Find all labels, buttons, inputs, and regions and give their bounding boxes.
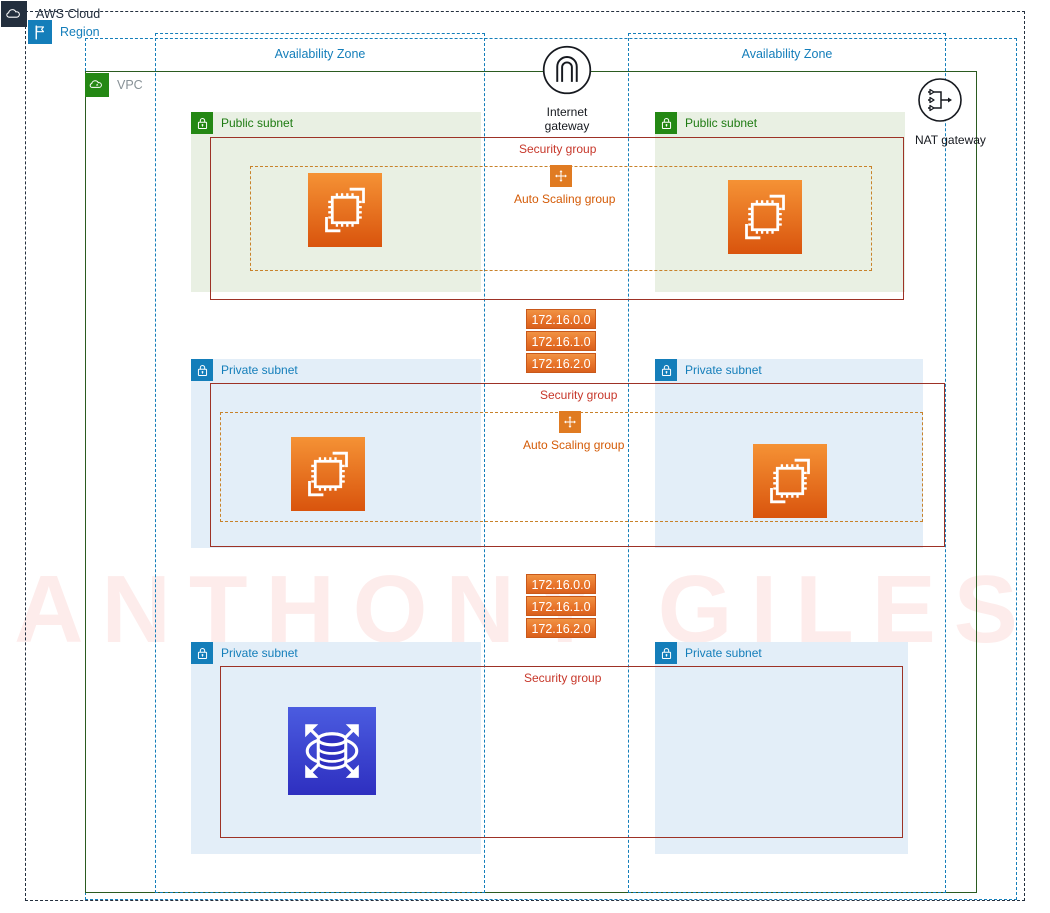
region-label-group: Region	[28, 20, 100, 44]
auto-scaling-group-private-icon-group: Auto Scaling group	[523, 411, 625, 452]
vpc-label-group: VPC	[85, 73, 143, 97]
nat-gateway[interactable]: NAT gateway	[915, 76, 986, 147]
subnet-public-left-badge: Public subnet	[191, 112, 293, 134]
lock-icon	[655, 642, 677, 664]
subnet-private-bottom-right-label: Private subnet	[685, 646, 762, 660]
ec2-instance-icon	[308, 173, 382, 247]
auto-scaling-group-private-label: Auto Scaling group	[523, 438, 625, 452]
cidr-chip: 172.16.2.0	[526, 353, 596, 373]
subnet-private-bottom-left-label: Private subnet	[221, 646, 298, 660]
lock-icon	[191, 112, 213, 134]
region-flag-icon	[28, 20, 52, 44]
ec2-instance-icon	[728, 180, 802, 254]
database-icon	[288, 707, 376, 795]
lock-icon	[655, 112, 677, 134]
security-group-private-middle-label: Security group	[540, 388, 618, 402]
subnet-public-left-label: Public subnet	[221, 116, 294, 130]
cidr-chip: 172.16.0.0	[526, 309, 596, 329]
ec2-instance-public-left[interactable]	[308, 173, 382, 247]
security-group-public-label: Security group	[519, 142, 597, 156]
cidr-chip: 172.16.1.0	[526, 596, 596, 616]
ec2-instance-icon	[753, 444, 827, 518]
lock-icon	[191, 642, 213, 664]
cidr-chip: 172.16.1.0	[526, 331, 596, 351]
subnet-private-middle-left-badge: Private subnet	[191, 359, 298, 381]
ec2-instance-icon	[291, 437, 365, 511]
cidr-chip: 172.16.0.0	[526, 574, 596, 594]
cidr-block-list-public: 172.16.0.0 172.16.1.0 172.16.2.0	[526, 309, 596, 373]
availability-zone-right: Availability Zone	[628, 33, 946, 893]
region-label: Region	[60, 25, 100, 39]
cidr-chip: 172.16.2.0	[526, 618, 596, 638]
subnet-public-right-badge: Public subnet	[655, 112, 757, 134]
cidr-block-list-private: 172.16.0.0 172.16.1.0 172.16.2.0	[526, 574, 596, 638]
nat-gateway-label: NAT gateway	[915, 133, 986, 147]
security-group-public[interactable]	[210, 137, 904, 300]
vpc-boundary	[85, 71, 977, 893]
subnet-public-right-label: Public subnet	[685, 116, 758, 130]
subnet-private-bottom-right[interactable]: Private subnet	[655, 642, 908, 854]
aws-cloud-icon	[1, 1, 27, 27]
availability-zone-left: Availability Zone	[155, 33, 485, 893]
auto-scaling-icon	[550, 165, 572, 187]
lock-icon	[655, 359, 677, 381]
security-group-private-bottom-label: Security group	[524, 671, 602, 685]
auto-scaling-icon	[559, 411, 581, 433]
security-group-private-middle[interactable]	[210, 383, 945, 547]
availability-zone-left-label: Availability Zone	[274, 47, 366, 61]
ec2-instance-private-right[interactable]	[753, 444, 827, 518]
subnet-private-bottom-left-badge: Private subnet	[191, 642, 298, 664]
lock-icon	[191, 359, 213, 381]
auto-scaling-group-public-label: Auto Scaling group	[514, 192, 616, 206]
subnet-private-middle-right-label: Private subnet	[685, 363, 762, 377]
auto-scaling-group-public-icon-group: Auto Scaling group	[514, 165, 616, 206]
subnet-private-middle-right-badge: Private subnet	[655, 359, 762, 381]
aws-cloud-boundary	[25, 11, 1025, 901]
availability-zone-right-label: Availability Zone	[741, 47, 833, 61]
ec2-instance-public-right[interactable]	[728, 180, 802, 254]
subnet-private-middle-left-label: Private subnet	[221, 363, 298, 377]
vpc-label: VPC	[117, 78, 143, 92]
vpc-cloud-icon	[85, 73, 109, 97]
internet-gateway-icon	[542, 45, 592, 95]
ec2-instance-private-left[interactable]	[291, 437, 365, 511]
security-group-private-bottom[interactable]	[220, 666, 903, 838]
subnet-private-bottom-right-badge: Private subnet	[655, 642, 762, 664]
aws-cloud-label: AWS Cloud	[36, 7, 101, 21]
database-instance[interactable]	[288, 707, 376, 795]
aws-cloud-label-group: AWS Cloud	[1, 1, 100, 27]
nat-gateway-icon	[918, 78, 962, 122]
